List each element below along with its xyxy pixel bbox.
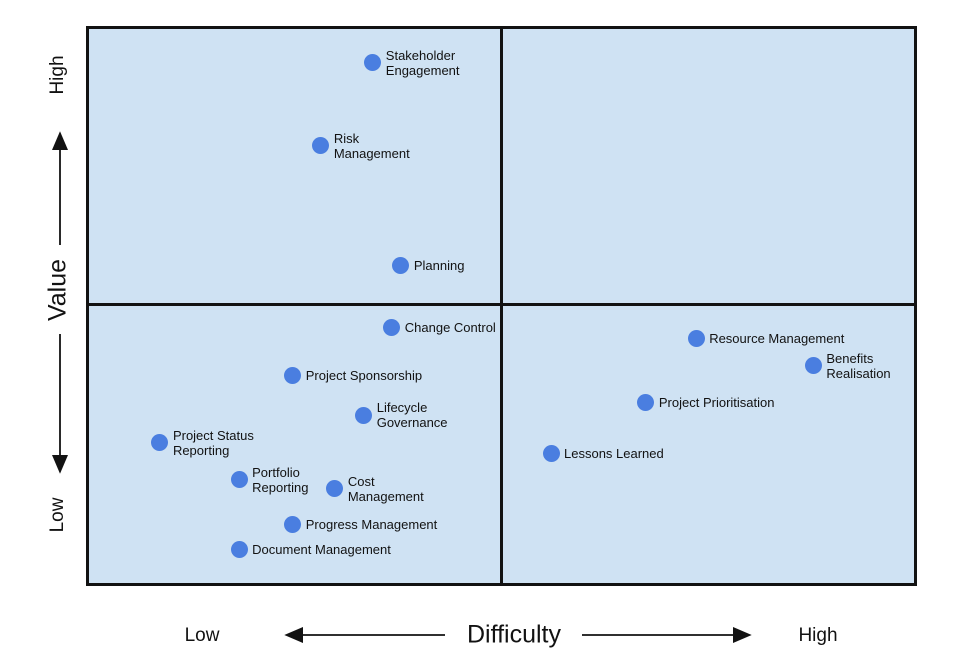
data-point-label-planning: Planning — [413, 257, 465, 273]
data-point-project-sponsorship — [284, 367, 302, 385]
data-point-portfolio-reporting — [230, 471, 248, 489]
y-axis-low-label: Low — [47, 497, 68, 533]
data-point-label-resource-management: Resource Management — [709, 330, 845, 346]
data-point-resource-management — [687, 329, 705, 347]
data-point-label-project-prioritisation: Project Prioritisation — [658, 395, 775, 411]
data-point-project-status-reporting — [151, 434, 169, 452]
data-point-stakeholder-engagement — [364, 54, 382, 72]
data-point-benefits-realisation — [804, 357, 822, 375]
data-point-cost-management — [326, 480, 344, 498]
data-point-label-document-management: Document Management — [252, 541, 391, 557]
x-axis-title: Difficulty — [466, 620, 562, 649]
data-point-change-control — [383, 318, 401, 336]
data-point-document-management — [230, 540, 248, 558]
data-point-planning — [392, 256, 410, 274]
data-point-lessons-learned — [542, 445, 560, 463]
data-point-label-lessons-learned: Lessons Learned — [564, 446, 664, 462]
vertical-divider — [500, 29, 503, 583]
horizontal-divider — [89, 303, 914, 306]
y-axis-title: Value — [43, 258, 72, 322]
data-point-risk-management — [312, 137, 330, 155]
x-axis-low-label: Low — [184, 625, 220, 646]
data-point-project-prioritisation — [637, 394, 655, 412]
x-axis-high-label: High — [798, 625, 838, 646]
data-point-label-progress-management: Progress Management — [305, 516, 438, 532]
data-point-label-project-sponsorship: Project Sponsorship — [305, 368, 423, 384]
data-point-label-change-control: Change Control — [404, 319, 496, 335]
data-point-lifecycle-governance — [355, 406, 373, 424]
data-point-progress-management — [284, 515, 302, 533]
y-axis-high-label: High — [47, 55, 68, 95]
